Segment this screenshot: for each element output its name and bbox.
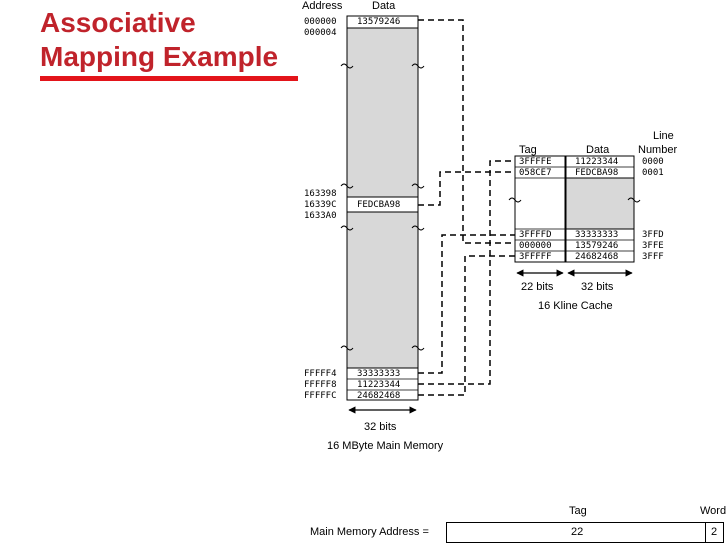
cache-tag-0: 3FFFFE: [519, 157, 552, 167]
memory-address-0: 000000: [304, 17, 337, 27]
memory-data-5: 33333333: [357, 369, 401, 379]
cache-line-2: 3FFD: [642, 230, 664, 240]
cache-data-2: 33333333: [575, 230, 619, 240]
address-format-tag-field: 22: [446, 522, 706, 543]
address-format-word-field: 2: [705, 522, 724, 543]
title-underline: [40, 76, 298, 81]
connector-FFFFF4: [418, 234, 515, 374]
connector-FFFFF8: [418, 160, 515, 385]
cache-break-marks: [508, 197, 641, 203]
cache-line-1: 0001: [642, 168, 664, 178]
cache-tag-width-label: 22 bits: [521, 281, 554, 293]
cache-caption: 16 Kline Cache: [538, 300, 613, 312]
cache-tag-2: 3FFFFD: [519, 230, 552, 240]
memory-width-label: 32 bits: [364, 421, 397, 433]
cache-data-3: 13579246: [575, 241, 619, 251]
cache-line-header-2: Number: [638, 144, 678, 156]
address-header: Address: [302, 0, 343, 12]
connector-16339C: [418, 171, 515, 206]
memory-data-header: Data: [372, 0, 396, 12]
cache-line-4: 3FFF: [642, 252, 664, 262]
connector-000000: [418, 19, 515, 244]
memory-data-3: FEDCBA98: [357, 200, 401, 210]
cache-line-header-1: Line: [653, 130, 674, 142]
memory-address-3: 16339C: [304, 200, 337, 210]
address-format-label: Main Memory Address =: [310, 526, 429, 538]
cache-data-4: 24682468: [575, 252, 619, 262]
memory-data-0: 13579246: [357, 17, 401, 27]
cache-data-row-box-1: [565, 228, 635, 263]
cache-line-3: 3FFE: [642, 241, 664, 251]
address-format-tag-value: 22: [571, 526, 584, 538]
slide-title-line-2: Mapping Example: [40, 41, 279, 72]
memory-data-7: 24682468: [357, 391, 401, 401]
connector-FFFFFC: [418, 255, 515, 396]
memory-address-5: FFFFF4: [304, 369, 337, 379]
cache-data-1: FEDCBA98: [575, 168, 619, 178]
cache-tag-3: 000000: [519, 241, 552, 251]
address-format-word-value: 2: [711, 526, 718, 538]
memory-address-2: 163398: [304, 189, 337, 199]
memory-address-6: FFFFF8: [304, 380, 337, 390]
slide-title-line-1: Associative: [40, 7, 196, 38]
address-format-tag-header: Tag: [569, 505, 587, 517]
cache-tag-header: Tag: [519, 144, 537, 156]
mapping-connectors: [418, 19, 515, 396]
memory-caption: 16 MByte Main Memory: [327, 440, 444, 452]
cache-data-header: Data: [586, 144, 610, 156]
main-memory-break-marks: [340, 63, 425, 351]
memory-address-1: 000004: [304, 28, 337, 38]
cache-line-0: 0000: [642, 157, 664, 167]
cache-tag-4: 3FFFFF: [519, 252, 552, 262]
memory-data-6: 11223344: [357, 380, 401, 390]
cache-tag-column: [514, 155, 566, 263]
address-format-word-header: Word: [700, 505, 727, 517]
cache-data-0: 11223344: [575, 157, 619, 167]
cache-tag-1: 058CE7: [519, 168, 552, 178]
main-memory-row-box-0: [346, 15, 419, 29]
memory-address-7: FFFFFC: [304, 391, 337, 401]
cache-data-width-label: 32 bits: [581, 281, 614, 293]
memory-address-4: 1633A0: [304, 211, 337, 221]
slide-title: Associative Mapping Example: [40, 6, 278, 74]
